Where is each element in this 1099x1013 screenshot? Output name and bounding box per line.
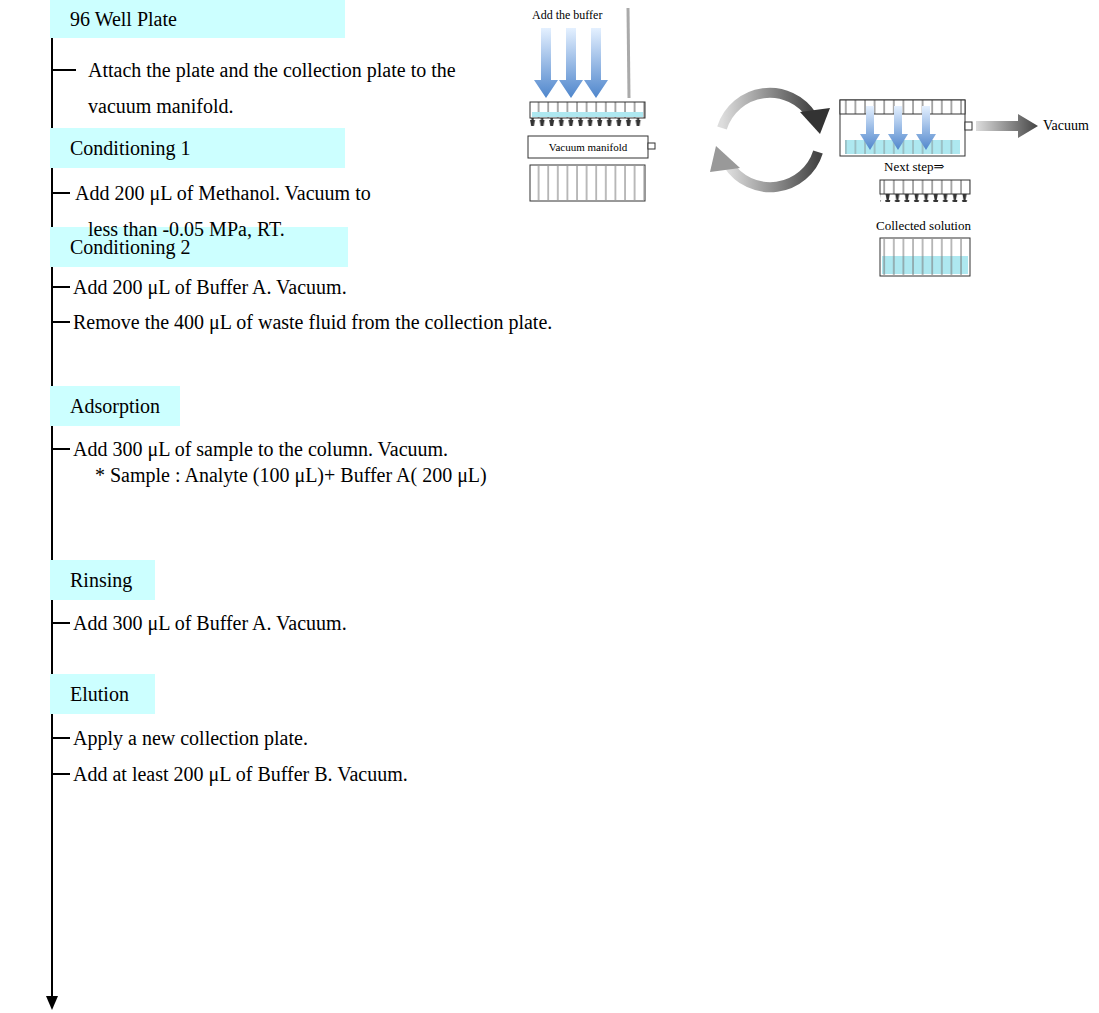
step-text: Attach the plate and the collection plat… (88, 52, 473, 124)
step-tick (52, 622, 70, 624)
step-title: Elution (70, 683, 129, 705)
timeline-line (51, 267, 53, 386)
buffer-arrows (534, 28, 608, 98)
step-title: Adsorption (70, 395, 160, 417)
step-tick (52, 773, 70, 775)
flow-arrows (888, 106, 908, 150)
well-plate (532, 112, 643, 117)
step-text: Add 300 μL of sample to the column. Vacu… (73, 431, 448, 467)
timeline-arrow (46, 712, 58, 1010)
step-text: Remove the 400 μL of waste fluid from th… (73, 304, 552, 340)
cycle-arrows (722, 93, 812, 128)
vacuum-manifold (528, 136, 648, 158)
flow-arrows (860, 106, 936, 150)
step-header: Conditioning 1 (50, 128, 345, 168)
figure-label: Collected solution (876, 218, 971, 234)
collection-plate (531, 166, 644, 200)
step-header: Rinsing (50, 560, 155, 600)
step-tick (52, 192, 70, 194)
timeline-arrow (51, 712, 53, 998)
plate-on-manifold (965, 122, 972, 130)
flow-arrows (916, 106, 936, 150)
collection-plate (530, 165, 645, 201)
timeline-line (51, 426, 53, 560)
figure-label: Vacuum (1043, 117, 1089, 135)
pipette (628, 8, 629, 98)
cycle-arrows (710, 93, 830, 187)
step-header: Adsorption (50, 386, 180, 426)
step-tick (52, 737, 70, 739)
vacuum-manifold (528, 136, 655, 158)
next-plate (880, 194, 970, 202)
plate-on-manifold (840, 100, 972, 156)
well-plate (530, 118, 645, 126)
buffer-arrows (559, 28, 583, 98)
timeline-line (51, 600, 53, 674)
step-text: Apply a new collection plate. (73, 720, 308, 756)
step-text: Add 200 μL of Methanol. Vacuum to less t… (75, 175, 375, 247)
step-title: 96 Well Plate (70, 8, 177, 30)
step-header: Elution (50, 674, 155, 714)
timeline-arrow (46, 996, 58, 1010)
vacuum-arrow (976, 114, 1038, 138)
step-text: Add 200 μL of Buffer A. Vacuum. (73, 269, 347, 305)
step-tick (52, 69, 76, 71)
timeline-line (51, 168, 53, 227)
step-text: Add at least 200 μL of Buffer B. Vacuum. (73, 756, 408, 792)
figure-label: Add the buffer (532, 8, 602, 22)
collected-plate (881, 239, 969, 275)
next-plate (880, 180, 970, 202)
plate-on-manifold (840, 100, 965, 156)
step-title: Rinsing (70, 569, 132, 591)
step-tick (52, 448, 70, 450)
plate-on-manifold (840, 100, 965, 114)
step-title: Conditioning 1 (70, 137, 191, 159)
cycle-arrows (710, 146, 740, 172)
step-text: * Sample : Analyte (100 μL)+ Buffer A( 2… (95, 457, 487, 493)
step-tick (52, 286, 70, 288)
figure-label: Vacuum manifold (528, 140, 648, 154)
step-header: 96 Well Plate (50, 0, 345, 38)
cycle-arrows (728, 152, 818, 187)
figure-label: Next step⇒ (884, 159, 944, 175)
step-text: Add 300 μL of Buffer A. Vacuum. (73, 605, 347, 641)
collected-plate (880, 238, 970, 276)
collected-plate (880, 238, 970, 276)
well-plate (530, 102, 645, 118)
cycle-arrows (800, 108, 830, 134)
next-plate (880, 180, 970, 194)
timeline-line (51, 38, 53, 128)
buffer-arrows (584, 28, 608, 98)
flow-arrows (860, 106, 880, 150)
well-plate (530, 102, 645, 126)
step-tick (52, 321, 70, 323)
collection-plate (530, 165, 645, 201)
buffer-arrows (534, 28, 558, 98)
vacuum-manifold (648, 143, 655, 149)
